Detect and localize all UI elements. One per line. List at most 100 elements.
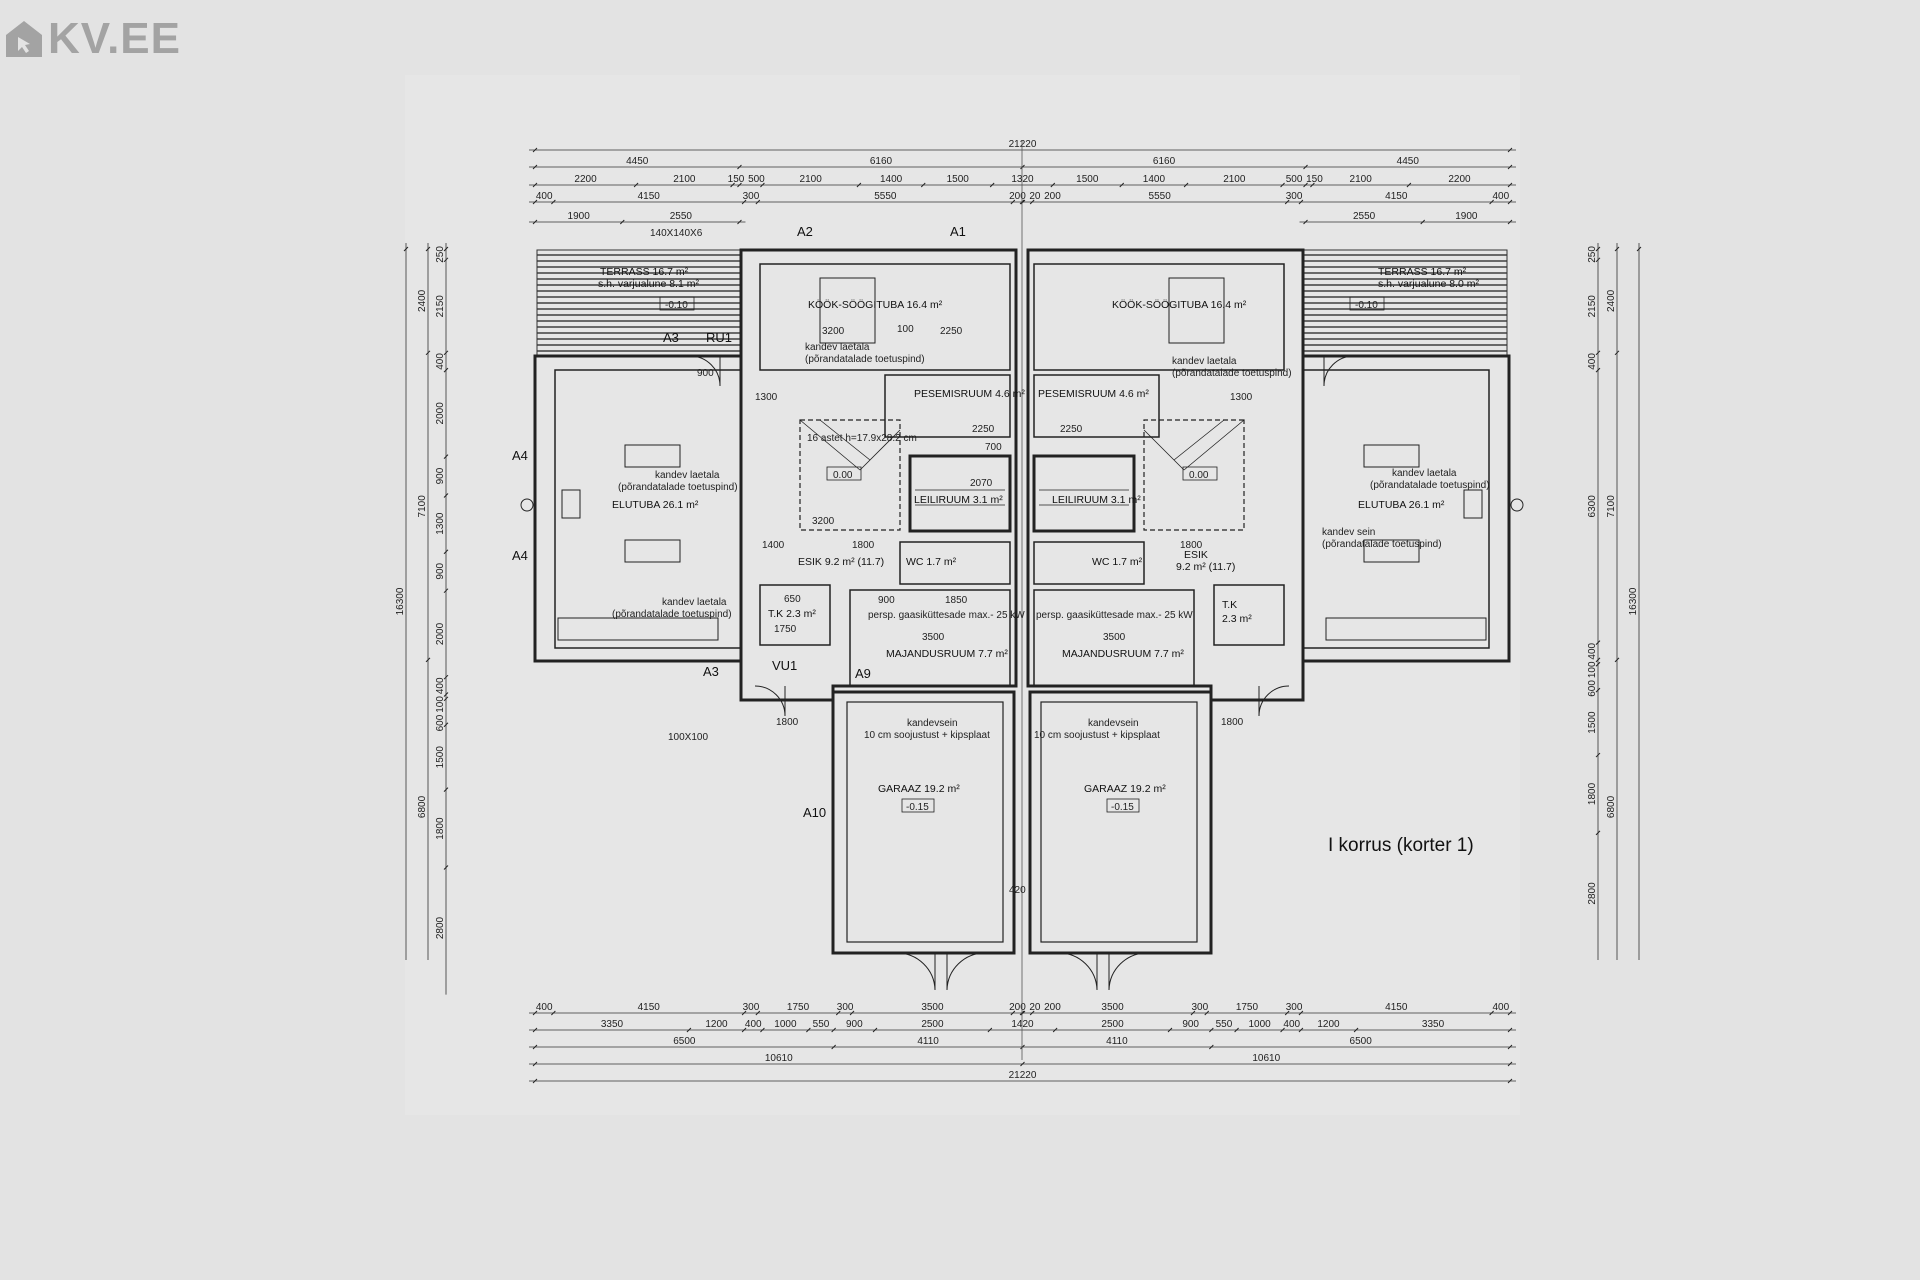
dimension-label: 7100 <box>417 495 428 518</box>
dimension-label: 900 <box>846 1019 863 1030</box>
fireplace <box>561 489 581 519</box>
room-hall-area: 9.2 m² (11.7) <box>1176 561 1235 573</box>
note-boiler-left: persp. gaasiküttesade max.- 25 kW <box>868 610 1025 621</box>
dimension-tick <box>1052 1027 1058 1033</box>
dimension-label: 21220 <box>1009 1070 1037 1081</box>
dim: 2070 <box>970 478 993 489</box>
note-beam-kitchen-right: kandev laetala <box>1172 356 1237 367</box>
dimension-label: 100 <box>1587 661 1598 678</box>
sauna <box>908 454 1012 533</box>
note-beam-living-right: kandev laetala <box>1392 468 1457 479</box>
dimension-label: 900 <box>435 562 446 579</box>
stair-winders <box>799 419 901 471</box>
dimension-tick <box>532 1027 538 1033</box>
dimension-label: 4150 <box>638 1002 661 1013</box>
dimension-tick <box>1010 199 1016 205</box>
level-markers <box>659 296 1385 813</box>
dimension-tick <box>619 219 625 225</box>
dimension-label: 4150 <box>638 191 661 202</box>
dimension-tick <box>425 350 431 356</box>
dimension-tick <box>443 787 449 792</box>
dimension-label: 2500 <box>1101 1019 1124 1030</box>
dimension-tick <box>1595 350 1601 356</box>
dimension-label: 10610 <box>1252 1053 1280 1064</box>
dimension-label: 1900 <box>1455 211 1478 222</box>
dimension-tick <box>443 588 449 594</box>
note-beam-lower-left-sub: (põrandatalade toetuspind) <box>612 609 732 620</box>
dimension-tick <box>443 722 449 728</box>
level-hall-right: 0.00 <box>1189 470 1209 481</box>
stair-well <box>799 419 901 531</box>
dimension-tick <box>1614 350 1620 356</box>
dimension-tick <box>1208 1044 1214 1050</box>
dimension-tick <box>532 147 538 153</box>
sofa <box>624 444 681 468</box>
dimension-label: 2100 <box>1223 174 1246 185</box>
note-post-big: 140X140X6 <box>650 228 703 239</box>
dimension-label: 3350 <box>1422 1019 1445 1030</box>
dim: 3500 <box>1103 632 1126 643</box>
dimension-tick <box>532 182 538 188</box>
note-garage-wall-right-sub: 10 cm soojustust + kipsplaat <box>1034 730 1160 741</box>
dimension-tick <box>737 182 742 188</box>
dimension-label: 550 <box>813 1019 830 1030</box>
room-sauna: LEILIRUUM 3.1 m² <box>914 494 1003 506</box>
dimension-label: 1200 <box>705 1019 728 1030</box>
dimension-label: 1500 <box>1587 711 1598 734</box>
dimension-tick <box>1489 1010 1494 1016</box>
dimension-tick <box>831 1044 837 1050</box>
dimension-tick <box>532 199 538 205</box>
dimension-label: 600 <box>1587 680 1598 697</box>
dimension-tick <box>730 182 735 188</box>
dimension-label: 1800 <box>1587 782 1598 805</box>
room-living: ELUTUBA 26.1 m² <box>1358 499 1445 511</box>
level-terrace-right: -0.10 <box>1355 300 1378 311</box>
dimension-label: 1500 <box>435 746 446 769</box>
dim: 2250 <box>940 326 963 337</box>
dimension-label: 200 <box>1044 191 1061 202</box>
dimension-label: 300 <box>743 191 760 202</box>
dim: 3200 <box>822 326 845 337</box>
note-garage-wall-right: kandevsein <box>1088 718 1139 729</box>
right-room-labels: TERRASS 16.7 m² s.h. varjualune 8.0 m² K… <box>1038 266 1479 795</box>
kv-ee-logo: KV.EE <box>4 14 181 64</box>
dimension-tick <box>1507 219 1513 225</box>
dimension-tick <box>1595 257 1601 263</box>
plan-title: I korrus (korter 1) <box>1328 835 1474 856</box>
dimension-tick <box>741 1027 747 1033</box>
dimension-label: 300 <box>1286 1002 1303 1013</box>
dimension-label: 500 <box>748 174 765 185</box>
dimension-label: 300 <box>837 1002 854 1013</box>
room-terrace: TERRASS 16.7 m² <box>600 266 689 278</box>
dimension-tick <box>755 199 761 205</box>
dimension-label: 1900 <box>568 211 591 222</box>
dimension-label: 1500 <box>947 174 970 185</box>
dimension-tick <box>737 219 742 225</box>
dimension-label: 2400 <box>417 289 428 312</box>
dimension-label: 2200 <box>574 174 597 185</box>
dimension-tick <box>1190 1010 1196 1016</box>
dimension-tick <box>835 1010 841 1016</box>
axis-a10: A10 <box>803 805 826 820</box>
bathroom <box>884 374 1011 438</box>
room-bath: PESEMISRUUM 4.6 m² <box>914 388 1025 400</box>
dim: 1850 <box>945 595 968 606</box>
dimension-tick <box>1507 147 1513 153</box>
dimension-label: 2150 <box>435 295 446 318</box>
dim: 2250 <box>1060 424 1083 435</box>
room-kitchen: KÖÖK-SÖÖGITUBA 16.4 m² <box>1112 299 1247 311</box>
dimension-tick <box>443 257 449 263</box>
axis-ru1: RU1 <box>706 330 732 345</box>
dimension-tick <box>1010 1010 1016 1016</box>
dimension-label: 100 <box>435 696 446 713</box>
axis-a4-bottom: A4 <box>512 548 528 563</box>
dimension-label: 2000 <box>435 402 446 425</box>
chimney-axis-marker <box>520 498 534 512</box>
dimension-tick <box>551 1010 556 1016</box>
dimension-tick <box>1507 164 1513 170</box>
dimension-tick <box>686 1027 692 1033</box>
dimension-tick <box>551 199 556 205</box>
dimension-tick <box>1204 1010 1210 1016</box>
dimension-label: 3500 <box>921 1002 944 1013</box>
